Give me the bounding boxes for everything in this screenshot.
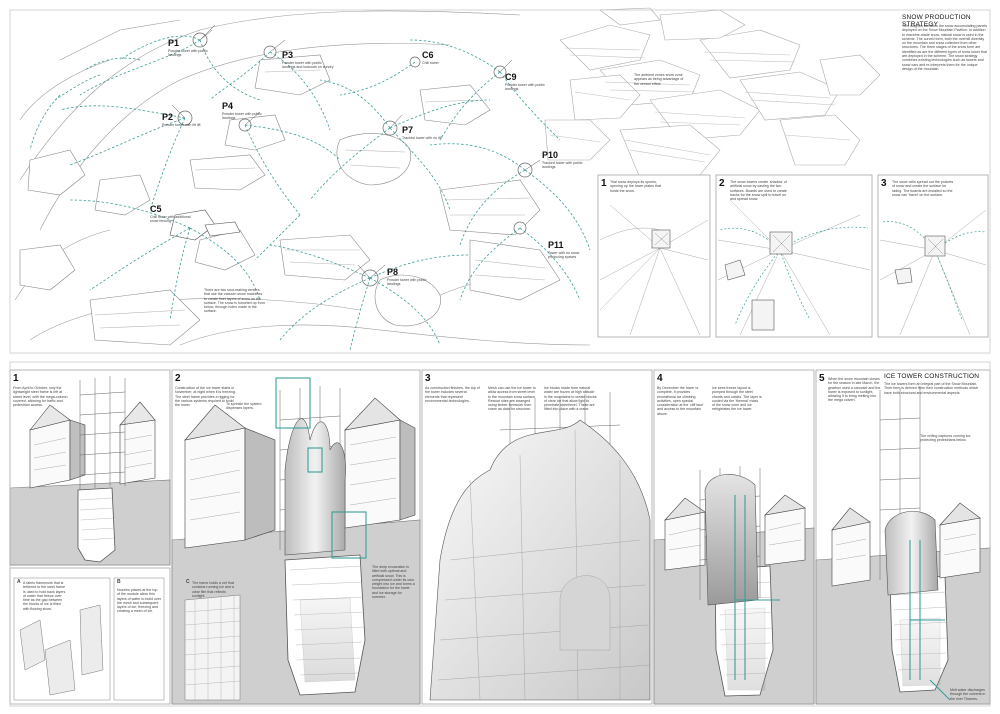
step-number-1: 1	[601, 178, 607, 189]
panel-caption-3: As construction finishes, the top of the…	[425, 386, 480, 403]
panel-number-1: 1	[13, 373, 19, 384]
panel-caption-5: When the snow mountain closes for the se…	[828, 377, 881, 403]
panel-caption-2: Construction of the ice tower starts in …	[175, 386, 236, 408]
buildings	[29, 397, 981, 587]
step-caption-1: Trial snow deploys its spores, opening u…	[610, 180, 661, 193]
snow-production-title: SNOW PRODUCTION STRATEGY	[902, 14, 971, 28]
panel-number-4: 4	[657, 373, 663, 384]
tower-caption-c5: Chill tower with additional snow fencing	[150, 215, 191, 224]
tower-caption-p1: Powder tower with public landings	[168, 49, 208, 58]
step-caption-3: The snow cells spread out the pockets of…	[892, 180, 954, 197]
panel-caption-4: By December the tower is complete. It pr…	[657, 386, 704, 416]
tower-caption-p8: Powder tower with public landings	[387, 278, 427, 287]
snow-production-intro: This diagram identifies the snow accumul…	[902, 24, 988, 71]
tower-caption-p3: Powder tower with public landings and lo…	[282, 61, 334, 70]
tower-caption-c9: Powder tower with public landings	[505, 83, 545, 92]
step-number-3: 3	[881, 178, 887, 189]
site-plan	[14, 7, 881, 346]
snow-centers-note: There are two snut-making centers that u…	[204, 288, 265, 314]
tower-label-p2: P2	[162, 112, 174, 122]
panel-number-3: 3	[425, 373, 431, 384]
venturi-note: The ambient zones snow zone appears as b…	[634, 73, 684, 86]
tower-label-c5: C5	[150, 204, 162, 214]
panel-2-note-excavation: The deep excavation is filled with optim…	[372, 565, 415, 600]
step-number-2: 2	[719, 178, 725, 189]
tower-label-p4: P4	[222, 101, 234, 111]
panel-2-note-sprinkle: To sprinkle the system dispenses layers.	[226, 402, 262, 411]
ice-tower-construction-title: ICE TOWER CONSTRUCTION	[884, 373, 980, 380]
tower-caption-p7: Tracked tower with no lift	[402, 136, 442, 140]
tower-label-c6: C6	[422, 50, 434, 60]
panel-5-note-meltwater: Melt water discharges through the culver…	[950, 688, 986, 701]
sub-panel-caption-a: A fabric framework that is tethered to t…	[23, 581, 66, 611]
step-caption-2: The snow towers create 'shadow' of artif…	[730, 180, 787, 202]
tower-caption-p11: Tower with no snow producing spaces	[548, 251, 580, 260]
tower-caption-p4: Powder tower with public landings	[222, 112, 262, 121]
tower-label-p7: P7	[402, 125, 414, 135]
sub-panel-label-c: C	[186, 579, 190, 585]
panel-caption-1: From April to October, only the lightwei…	[13, 386, 68, 408]
panel-number-2: 2	[175, 373, 181, 384]
panel-3-note-iceblocks: Ice blocks made from natural water are f…	[544, 386, 597, 412]
snow-throw-arcs	[29, 35, 591, 351]
tower-caption-p2: Powder tower with lift lift	[162, 123, 201, 127]
tower-label-p11: P11	[548, 240, 564, 250]
step-frames	[597, 174, 989, 338]
ice-tower-construction-intro: The ice towers form an integral part of …	[884, 382, 979, 395]
tower-caption-c6: Chill tower	[422, 61, 439, 65]
tower-caption-p10: Tracked tower with public landings	[542, 161, 583, 170]
panel-4-note-freeze: Ice sees freeze layout is pumped through…	[712, 386, 762, 412]
sub-panel-label-a: A	[17, 579, 21, 585]
panel-5-note-ceiling: The ceiling captures coming ice, protect…	[920, 434, 972, 443]
tower-label-p3: P3	[282, 50, 294, 60]
tower-label-p1: P1	[168, 38, 180, 48]
tower-label-p8: P8	[387, 267, 399, 277]
tower-label-p10: P10	[542, 150, 559, 160]
panel-3-note-mesh: Mesh can use the ice tower to allow acce…	[488, 386, 536, 412]
sub-panel-caption-c: The frame holds a net that contains runn…	[192, 581, 234, 598]
panel-number-5: 5	[819, 373, 825, 384]
sub-panel-label-b: B	[117, 579, 121, 585]
sub-panel-caption-b: Nozzles placed at the top of the module …	[117, 588, 161, 614]
tower-label-c9: C9	[505, 72, 517, 82]
